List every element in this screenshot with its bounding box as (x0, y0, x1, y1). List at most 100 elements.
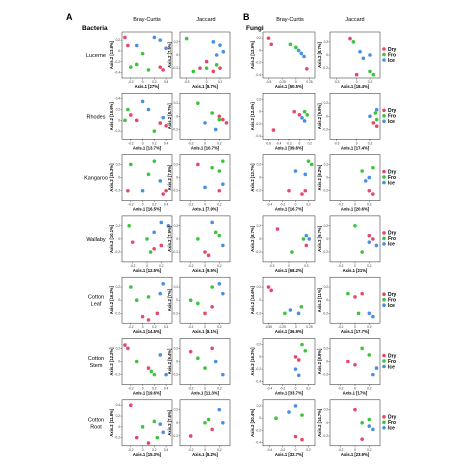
x-tick-label: 0 (204, 141, 206, 145)
point-fro (129, 285, 133, 289)
legend-label-ice: Ice (388, 242, 395, 248)
x-tick-label: -0.2 (188, 325, 194, 329)
point-dry (206, 253, 211, 258)
plot-frame (329, 93, 381, 140)
plot-frame (262, 31, 316, 79)
y-axis-label: Axis.2 [12.2%] (109, 347, 114, 376)
y-tick-label: 0 (176, 176, 178, 180)
point-ice (299, 51, 304, 56)
point-ice (374, 243, 379, 248)
x-tick-label: -0.25 (279, 325, 286, 329)
point-fro (371, 72, 376, 77)
point-fro (152, 419, 157, 424)
x-axis-label: Axis.1 [11.3%] (191, 391, 220, 396)
point-dry (304, 243, 309, 248)
x-tick-label: 0 (354, 203, 356, 207)
y-axis-label: Axis.2 [7.5%] (167, 164, 172, 190)
y-tick-label: 0 (259, 416, 261, 420)
x-tick-label: 0.4 (164, 80, 169, 84)
plot-frame (179, 31, 231, 79)
point-dry (371, 237, 375, 241)
x-tick-label: -0.2 (338, 203, 344, 207)
point-fro (129, 65, 133, 69)
y-tick-label: 0.2 (116, 108, 121, 112)
point-fro (196, 301, 200, 306)
point-dry (353, 407, 357, 412)
point-fro (152, 129, 157, 133)
x-tick-label: -0.2 (280, 448, 286, 452)
y-tick-label: -0.2 (173, 66, 179, 70)
x-axis-label: Axis.1 [50.5%] (275, 84, 304, 89)
x-tick-label: -0.2 (188, 387, 194, 391)
x-tick-label: 0 (204, 448, 206, 452)
x-tick-label: -0.2 (286, 141, 292, 145)
point-fro (134, 359, 139, 364)
point-fro (140, 425, 145, 429)
point-fro (360, 421, 364, 425)
y-axis-label: Axis.2 [8.9%] (317, 348, 322, 374)
point-ice (152, 230, 156, 235)
y-tick-label: -0.2 (173, 127, 179, 131)
x-tick-label: 0.2 (152, 325, 157, 329)
panel-a-header: A Bacteria Bray-Curtis Jaccard (66, 12, 216, 32)
y-tick-label: -0.2 (323, 66, 329, 70)
x-tick-label: 0.2 (217, 387, 222, 391)
point-ice (213, 359, 218, 364)
point-dry (211, 69, 216, 74)
y-tick-label: 0.2 (174, 346, 179, 350)
point-ice (164, 46, 168, 51)
legend-label-dry: Dry (388, 169, 397, 175)
y-axis-label: Axis.2 [8.7%] (250, 225, 255, 251)
point-ice (158, 422, 163, 426)
point-ice (367, 424, 372, 428)
x-tick-label: 0 (295, 325, 297, 329)
y-tick-label: 0 (118, 176, 120, 180)
x-tick-label: -0.2 (280, 387, 286, 391)
point-ice (361, 56, 366, 61)
y-tick-label: 0.2 (257, 404, 262, 408)
point-ice (374, 366, 379, 370)
y-tick-label: 0.2 (257, 162, 262, 166)
x-tick-label: -0.6 (265, 141, 271, 145)
plot-frame (121, 399, 173, 447)
point-dry (152, 246, 156, 251)
plot-frame (262, 154, 316, 201)
legend-swatch-ice (382, 180, 386, 185)
point-fro (188, 298, 193, 303)
x-tick-label: -0.4 (267, 203, 273, 207)
y-tick-label: 0.2 (116, 414, 121, 418)
point-ice (296, 373, 301, 378)
row-label-cotton-root: Root (90, 424, 102, 430)
row-label-cotton-leaf: Cotton (88, 295, 104, 301)
plot-frame (262, 215, 316, 263)
legend-swatch-ice (382, 426, 386, 430)
y-tick-label: -0.4 (256, 379, 262, 383)
point-fro (152, 159, 157, 163)
point-dry (371, 192, 375, 196)
x-tick-label: -0.2 (128, 325, 134, 329)
point-fro (146, 68, 151, 72)
y-axis-label: Axis.2 [7.9%] (167, 225, 172, 251)
point-dry (146, 441, 151, 445)
point-fro (217, 117, 222, 122)
x-tick-label: 0 (354, 387, 356, 391)
legend-swatch-ice (382, 364, 386, 369)
point-fro (300, 413, 304, 417)
x-tick-label: 0.2 (308, 141, 313, 145)
x-tick-label: 0.2 (152, 448, 157, 452)
point-fro (360, 169, 364, 173)
point-ice (211, 40, 216, 44)
legend-label-dry: Dry (388, 415, 397, 421)
x-tick-label: -0.2 (188, 203, 194, 207)
legend-label-ice: Ice (388, 426, 395, 432)
legend-label-fro: Fro (388, 175, 396, 181)
y-tick-label: -0.2 (256, 428, 262, 432)
point-dry (303, 188, 308, 193)
